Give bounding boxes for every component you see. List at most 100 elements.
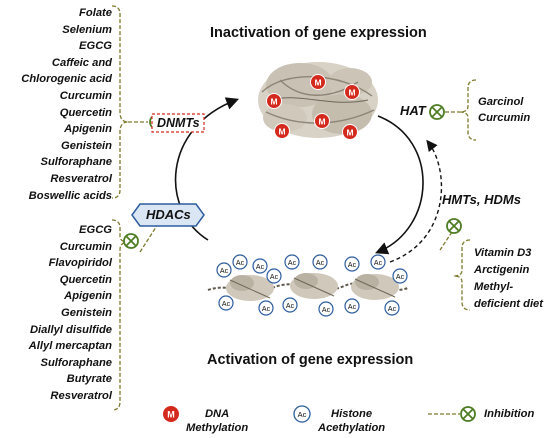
hmt-inhibitor-list: Vitamin D3 Arctigenin Methyl- deficient …: [474, 245, 543, 313]
dnmt-bracket: [111, 5, 129, 199]
svg-text:Ac: Ac: [236, 260, 245, 267]
svg-text:Ac: Ac: [322, 307, 331, 314]
list-item: Genistein: [61, 306, 112, 319]
svg-text:Ac: Ac: [262, 306, 271, 313]
dnmts-box: [151, 113, 205, 133]
svg-text:M: M: [348, 88, 355, 98]
methyl-marker: M: [310, 74, 326, 90]
list-item: deficient diet: [474, 298, 543, 310]
list-item: Methyl-: [474, 281, 514, 293]
acetyl-marker: Ac: [218, 295, 234, 311]
legend-inhibition: Inhibition: [484, 408, 535, 420]
list-item: Boswellic acids: [28, 189, 112, 202]
svg-text:Ac: Ac: [396, 274, 405, 281]
list-item: Folate: [79, 7, 112, 19]
list-item: EGCG: [79, 224, 112, 236]
arrow-right-down: [375, 115, 424, 255]
list-item: Quercetin: [59, 273, 112, 286]
list-item: Sulforaphane: [40, 156, 112, 169]
list-item: Curcumin: [59, 89, 112, 102]
acetyl-marker: Ac: [258, 300, 274, 316]
inhibition-symbol-hdac: [123, 233, 139, 249]
list-item: Chlorogenic acid: [21, 73, 112, 86]
hdacs-hexagon: [131, 203, 205, 227]
svg-text:Ac: Ac: [256, 264, 265, 271]
svg-text:Ac: Ac: [286, 303, 295, 310]
svg-text:Ac: Ac: [270, 274, 279, 281]
list-item: Flavopiridol: [48, 257, 112, 270]
acetyl-marker: Ac: [344, 298, 360, 314]
list-item: Apigenin: [64, 123, 112, 136]
hmt-bracket: [453, 239, 471, 311]
methyl-marker: M: [314, 113, 330, 129]
acetyl-marker: Ac: [312, 254, 328, 270]
arrow-left-up: [174, 97, 239, 241]
list-item: Curcumin: [478, 112, 531, 124]
hdac-bracket: [111, 219, 129, 411]
legend-acetyl-icon: Ac: [293, 405, 311, 423]
list-item: Curcumin: [59, 240, 112, 253]
svg-text:Ac: Ac: [348, 262, 357, 269]
open-chromatin: [207, 273, 409, 301]
acetyl-marker: Ac: [232, 254, 248, 270]
title-activation: Activation of gene expression: [207, 352, 414, 368]
list-item: Arctigenin: [474, 264, 530, 276]
svg-text:Ac: Ac: [388, 306, 397, 313]
svg-text:Ac: Ac: [220, 268, 229, 275]
hat-bracket: [459, 79, 477, 141]
acetyl-marker: Ac: [252, 258, 268, 274]
acetyl-marker: Ac: [318, 301, 334, 317]
svg-text:Ac: Ac: [348, 304, 357, 311]
acetyl-marker: Ac: [370, 254, 386, 270]
list-item: Selenium: [62, 23, 112, 36]
list-item: EGCG: [79, 40, 112, 53]
list-item: Sulforaphane: [40, 356, 112, 369]
acetyl-marker: Ac: [384, 300, 400, 316]
legend-methyl-icon: M: [163, 406, 179, 422]
svg-text:Ac: Ac: [316, 260, 325, 267]
legend-dna-methylation: DNA Methylation: [186, 408, 249, 434]
svg-text:M: M: [278, 127, 285, 137]
dnmt-inhibitor-list: Folate Selenium EGCG Caffeic and Chlorog…: [21, 5, 112, 204]
svg-text:M: M: [270, 97, 277, 107]
methyl-marker: M: [274, 123, 290, 139]
list-item: Butyrate: [66, 373, 112, 386]
list-item: Diallyl disulfide: [29, 323, 112, 336]
svg-text:Ac: Ac: [374, 260, 383, 267]
label-hat: HAT: [400, 103, 426, 118]
label-dnmts: DNMTs: [157, 116, 200, 130]
label-hmts-hdms: HMTs, HDMs: [442, 192, 521, 207]
list-item: Quercetin: [59, 106, 112, 119]
list-item: Vitamin D3: [474, 247, 532, 259]
acetyl-marker: Ac: [282, 297, 298, 313]
acetyl-marker: Ac: [392, 268, 408, 284]
inhibition-symbol-hmt: [446, 218, 462, 234]
list-item: Resveratrol: [50, 172, 112, 185]
hdac-dash-link: [139, 223, 159, 253]
acetyl-marker: Ac: [216, 262, 232, 278]
inhibition-symbol-hat: [429, 104, 445, 120]
svg-text:Ac: Ac: [298, 410, 307, 419]
svg-text:M: M: [167, 410, 175, 420]
title-inactivation: Inactivation of gene expression: [210, 25, 427, 41]
svg-text:M: M: [318, 117, 325, 127]
list-item: Allyl mercaptan: [28, 340, 112, 353]
methyl-marker: M: [266, 93, 282, 109]
svg-text:M: M: [346, 128, 353, 138]
acetyl-marker: Ac: [344, 256, 360, 272]
condensed-chromatin: [258, 62, 378, 138]
list-item: Apigenin: [64, 290, 112, 303]
legend-histone-acetylation: Histone Acethylation: [318, 408, 386, 434]
list-item: Resveratrol: [50, 389, 112, 402]
svg-text:Ac: Ac: [288, 260, 297, 267]
hdac-inhibitor-list: EGCG Curcumin Flavopiridol Quercetin Api…: [29, 222, 112, 405]
svg-text:M: M: [314, 78, 321, 88]
label-hdacs: HDACs: [146, 207, 191, 222]
list-item: Caffeic and: [51, 56, 112, 69]
legend-inhibition-icon: [428, 406, 476, 422]
list-item: Genistein: [61, 139, 112, 152]
hat-inhibitor-list: Garcinol Curcumin: [478, 94, 530, 126]
acetyl-marker: Ac: [266, 268, 282, 284]
hmt-dash-link: [439, 231, 453, 251]
